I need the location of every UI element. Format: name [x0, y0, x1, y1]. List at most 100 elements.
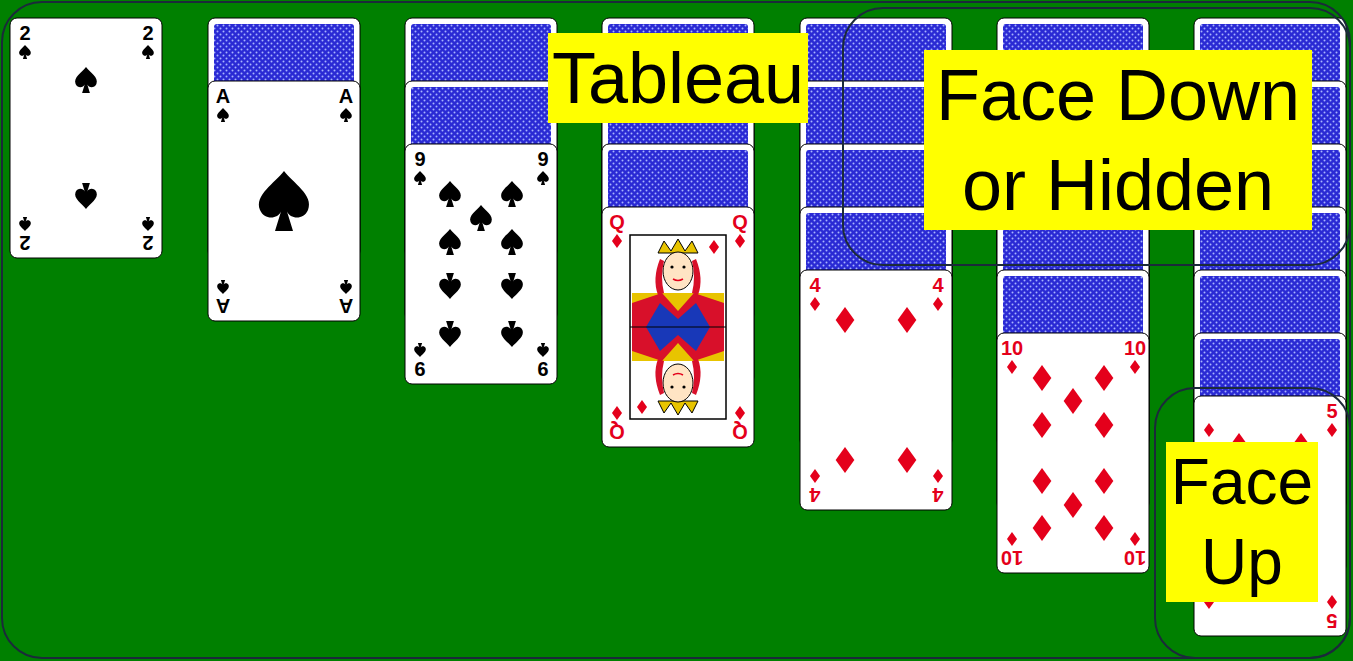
diamond-pip	[1033, 365, 1052, 391]
diamond-pip	[1327, 423, 1337, 437]
diamond-pip	[810, 297, 820, 311]
card-rank: 5	[1319, 401, 1345, 421]
spade-pip	[501, 321, 523, 347]
diamond-pip	[1095, 515, 1114, 541]
spade-pip	[470, 205, 492, 231]
card-rank: Q	[604, 212, 630, 232]
diamond-pip	[1130, 360, 1140, 374]
card-rank: 2	[12, 23, 38, 43]
face-up-card	[602, 207, 754, 447]
spade-pip	[439, 321, 461, 347]
diamond-pip	[1327, 595, 1337, 609]
card-rank: A	[333, 296, 359, 316]
diamond-pip	[810, 469, 820, 483]
diamond-pip	[637, 400, 647, 414]
spade-pip	[439, 273, 461, 299]
face-up-card	[800, 270, 952, 510]
card-face	[10, 18, 162, 258]
card-rank: 4	[802, 275, 828, 295]
diamond-pip	[1095, 365, 1114, 391]
card-rank: 10	[999, 338, 1025, 358]
tableau-column	[208, 18, 360, 321]
diamond-pip	[1095, 412, 1114, 438]
diamond-pip	[836, 447, 855, 473]
card-rank: 9	[407, 149, 433, 169]
card-rank: 4	[925, 485, 951, 505]
diamond-pip	[933, 469, 943, 483]
region-label: Tableau	[552, 33, 804, 123]
diamond-pip	[1033, 515, 1052, 541]
diamond-pip	[1007, 360, 1017, 374]
card-rank: 2	[135, 233, 161, 253]
spade-pip	[142, 217, 154, 231]
card-face	[800, 270, 952, 510]
card-rank: 9	[530, 359, 556, 379]
card-rank: 4	[802, 485, 828, 505]
spade-pip	[501, 181, 523, 207]
spade-pip	[537, 171, 549, 185]
spade-pip	[19, 45, 31, 59]
diamond-pip	[709, 240, 719, 254]
card-rank: 10	[999, 548, 1025, 568]
card-rank: 10	[1122, 548, 1148, 568]
diamond-pip	[1130, 532, 1140, 546]
spade-pip	[142, 45, 154, 59]
spade-pip	[19, 217, 31, 231]
card-rank: Q	[727, 422, 753, 442]
spade-pip	[340, 280, 352, 294]
spade-pip	[75, 183, 97, 209]
card-rank: 4	[925, 275, 951, 295]
region-label: Face Down or Hidden	[928, 50, 1308, 230]
label-box: Face Down or Hidden	[924, 50, 1312, 230]
diamond-pip	[1064, 492, 1083, 518]
spade-pip	[414, 171, 426, 185]
card-face	[208, 81, 360, 321]
card-face	[997, 333, 1149, 573]
diamond-pip	[1204, 423, 1214, 437]
card-rank: 2	[135, 23, 161, 43]
spade-pip	[501, 273, 523, 299]
spade-pip	[537, 343, 549, 357]
card-rank: A	[333, 86, 359, 106]
diamond-pip	[612, 234, 622, 248]
card-face	[602, 207, 754, 447]
region-label: Face Up	[1170, 442, 1314, 602]
diamond-pip	[898, 307, 917, 333]
diamond-pip	[836, 307, 855, 333]
card-rank: A	[210, 296, 236, 316]
spade-pip	[414, 343, 426, 357]
tableau-cards	[10, 18, 1346, 636]
card-rank: A	[210, 86, 236, 106]
tableau-column	[405, 18, 557, 384]
label-box: Tableau	[548, 33, 808, 123]
card-rank: Q	[727, 212, 753, 232]
queen-picture	[630, 235, 726, 419]
face-up-outline	[1155, 388, 1350, 658]
tableau-column	[10, 18, 162, 258]
card-rank: 9	[530, 149, 556, 169]
card-rank: 9	[407, 359, 433, 379]
diamond-pip	[1007, 532, 1017, 546]
diamond-pip	[1033, 468, 1052, 494]
face-up-card	[208, 81, 360, 321]
diamond-pip	[1033, 412, 1052, 438]
spade-pip	[217, 280, 229, 294]
spade-pip	[259, 171, 309, 231]
label-box: Face Up	[1166, 442, 1318, 602]
diamond-pip	[933, 297, 943, 311]
spade-pip	[340, 108, 352, 122]
diamond-pip	[1064, 388, 1083, 414]
diamond-pip	[735, 406, 745, 420]
spade-pip	[439, 181, 461, 207]
spade-pip	[501, 229, 523, 255]
diamond-pip	[735, 234, 745, 248]
card-rank: 10	[1122, 338, 1148, 358]
diamond-pip	[898, 447, 917, 473]
card-rank: 2	[12, 233, 38, 253]
spade-pip	[75, 67, 97, 93]
spade-pip	[217, 108, 229, 122]
diamond-pip	[1095, 468, 1114, 494]
